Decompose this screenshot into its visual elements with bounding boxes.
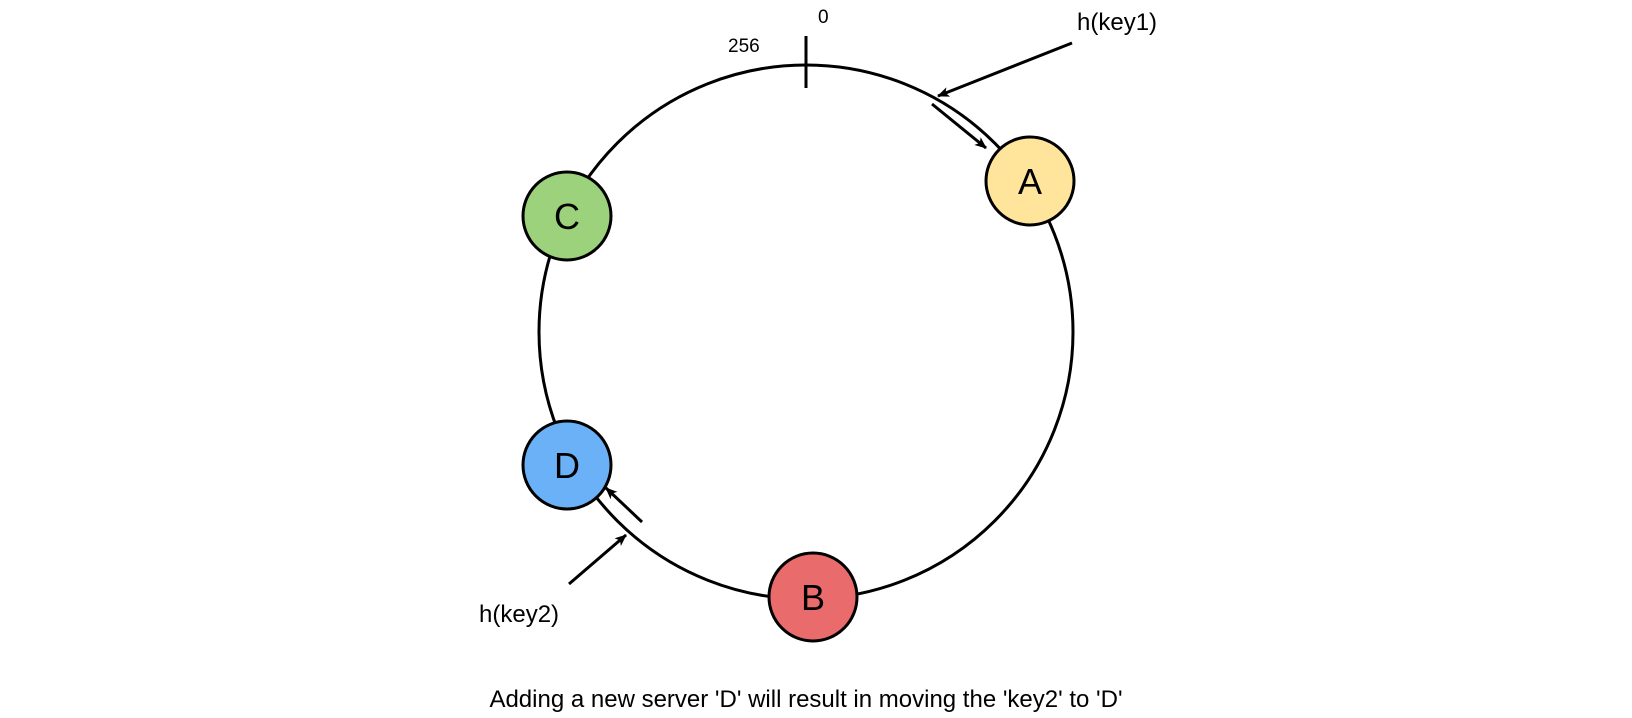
key1-move-arrow [931,102,987,150]
server-node-d: D [521,419,613,511]
ring-start-label: 0 [818,7,829,28]
server-node-c-label: C [554,196,580,237]
server-node-b: B [767,551,859,643]
server-node-c-circle [521,170,613,262]
server-node-a-circle [984,135,1076,227]
server-node-d-label: D [554,445,580,486]
server-node-b-label: B [801,577,825,618]
key2-label: h(key2) [479,601,559,628]
key2-move-arrow [604,486,644,524]
diagram-caption: Adding a new server 'D' will result in m… [489,686,1122,713]
key1-hash-arrow [937,41,1073,98]
hash-ring [537,63,1075,601]
server-node-b-circle [767,551,859,643]
server-node-a: A [984,135,1076,227]
key1-label: h(key1) [1077,9,1157,36]
server-node-a-label: A [1018,161,1042,202]
key2-hash-arrow [568,533,627,586]
server-node-c: C [521,170,613,262]
ring-end-label: 256 [728,36,760,57]
server-node-d-circle [521,419,613,511]
